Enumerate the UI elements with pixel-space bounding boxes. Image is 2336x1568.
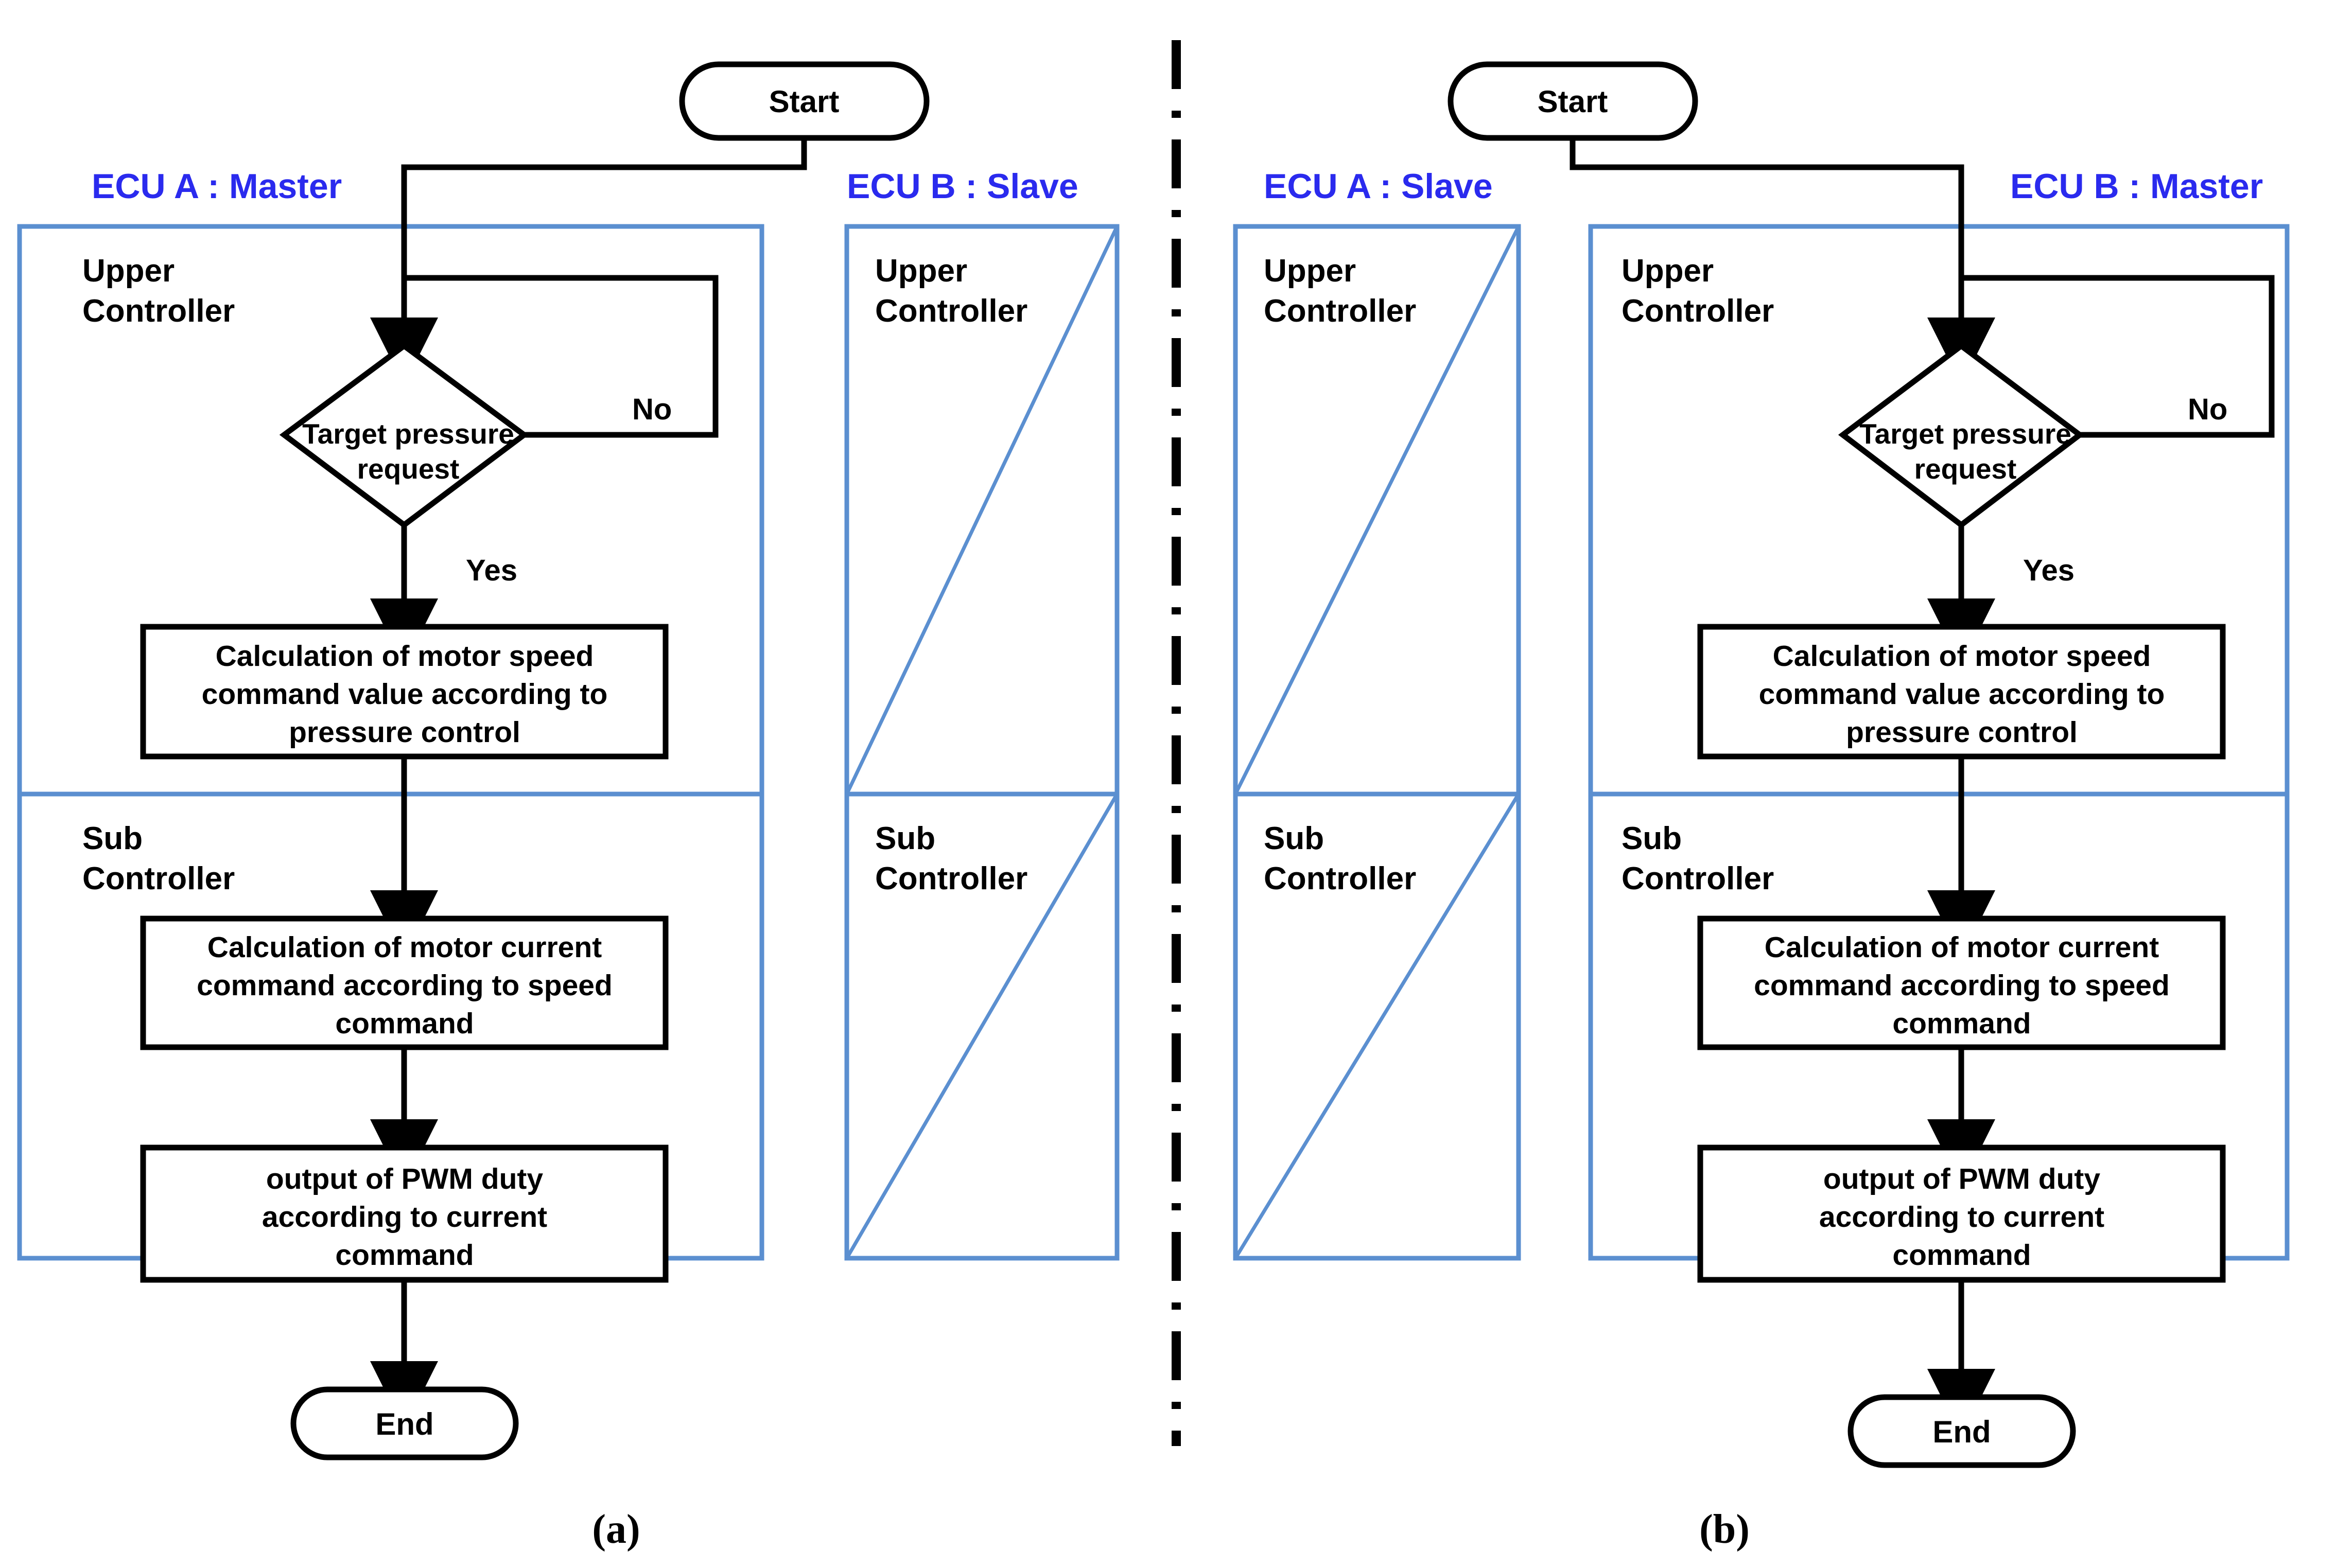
current-box-line1: Calculation of motor current	[1765, 931, 2159, 964]
current-box-line2: command according to speed	[1754, 969, 2170, 1002]
panel-b-ecu-b-sub-l1: Sub	[1622, 821, 1682, 856]
caption-a: (a)	[592, 1507, 640, 1552]
panel-b-connectors	[1570, 138, 2275, 1437]
empty-section-diagonal	[1233, 225, 1521, 795]
current-box-line3: command	[335, 1007, 474, 1040]
speed-box-line1: Calculation of motor speed	[216, 640, 594, 673]
end-label: End	[1932, 1415, 1991, 1449]
pwm-box-line2: according to current	[1819, 1201, 2104, 1234]
panel-b-end-node: End	[1847, 1394, 2076, 1468]
decision-label-line2: request	[357, 453, 460, 485]
panel-b-pwm-process: output of PWM duty according to current …	[1697, 1144, 2226, 1283]
panel-a-end-node: End	[290, 1386, 519, 1460]
panel-b-speed-process: Calculation of motor speed command value…	[1697, 624, 2226, 760]
panel-b-ecu-a-sub-l2: Controller	[1264, 861, 1416, 896]
panel-b-no-label: No	[2188, 393, 2227, 426]
pwm-box-line1: output of PWM duty	[266, 1162, 543, 1195]
panel-a-no-label: No	[632, 393, 672, 426]
current-box-line1: Calculation of motor current	[207, 931, 602, 964]
current-box-line2: command according to speed	[197, 969, 613, 1002]
speed-box-line3: pressure control	[289, 716, 520, 749]
pwm-box-line3: command	[335, 1239, 474, 1272]
decision-label-line1: Target pressure	[302, 418, 514, 450]
panel-a-decision-node: Target pressure request	[279, 342, 529, 528]
panel-a-ecu-a-upper-l2: Controller	[82, 293, 235, 329]
panel-b-ecu-b-sub-l2: Controller	[1622, 861, 1774, 896]
caption-b: (b)	[1699, 1507, 1750, 1552]
panel-a-ecu-a-sub-l2: Controller	[82, 861, 235, 896]
panel-b-ecu-a-upper-l2: Controller	[1264, 293, 1416, 329]
panel-a-ecu-b-upper-l1: Upper	[875, 253, 967, 289]
start-label: Start	[769, 84, 840, 119]
panel-a-ecu-b-upper-l2: Controller	[875, 293, 1027, 329]
panel-b-ecu-a-sub-l1: Sub	[1264, 821, 1324, 856]
pwm-box-line2: according to current	[262, 1201, 547, 1234]
decision-label-line2: request	[1914, 453, 2017, 485]
panel-b-ecu-b-upper-l2: Controller	[1622, 293, 1774, 329]
panel-a-connectors	[370, 138, 807, 1429]
speed-box-line2: command value according to	[202, 678, 608, 711]
panel-a-ecu-a-title: ECU A : Master	[92, 167, 342, 206]
empty-section-diagonal	[845, 793, 1119, 1259]
panel-a-ecu-a-upper-l1: Upper	[82, 253, 175, 289]
panel-a-current-process: Calculation of motor current command acc…	[140, 915, 669, 1050]
empty-section-diagonal	[1234, 793, 1520, 1259]
end-label: End	[375, 1407, 433, 1441]
panel-a-speed-process: Calculation of motor speed command value…	[140, 624, 669, 760]
panel-a-yes-label: Yes	[466, 554, 517, 587]
start-label: Start	[1538, 84, 1608, 119]
pwm-box-line1: output of PWM duty	[1823, 1162, 2100, 1195]
panel-b-current-process: Calculation of motor current command acc…	[1697, 915, 2226, 1050]
panel-a-ecu-b-sub-l1: Sub	[875, 821, 935, 856]
pwm-box-line3: command	[1892, 1239, 2031, 1272]
panel-b-start-node: Start	[1448, 61, 1698, 141]
decision-label-line1: Target pressure	[1859, 418, 2071, 450]
panel-b-ecu-a-title: ECU A : Slave	[1264, 167, 1493, 206]
current-box-line3: command	[1892, 1007, 2031, 1040]
panel-a-ecu-b-box	[844, 224, 1120, 1261]
panel-b-ecu-b-title: ECU B : Master	[2010, 167, 2263, 206]
panel-a-ecu-b-sub-l2: Controller	[875, 861, 1027, 896]
panel-a-ecu-b-title: ECU B : Slave	[847, 167, 1078, 206]
panel-b-ecu-a-upper-l1: Upper	[1264, 253, 1356, 289]
panel-a-ecu-a-sub-l1: Sub	[82, 821, 143, 856]
panel-a-start-node: Start	[679, 61, 930, 141]
panel-a-pwm-process: output of PWM duty according to current …	[140, 1144, 669, 1283]
panel-b-ecu-b-upper-l1: Upper	[1622, 253, 1714, 289]
speed-box-line3: pressure control	[1846, 716, 2078, 749]
empty-section-diagonal	[845, 225, 1119, 795]
panel-b-yes-label: Yes	[2023, 554, 2074, 587]
speed-box-line2: command value according to	[1759, 678, 2165, 711]
panel-b-decision-node: Target pressure request	[1838, 342, 2085, 528]
speed-box-line1: Calculation of motor speed	[1773, 640, 2151, 673]
panel-b-ecu-a-box	[1233, 224, 1521, 1261]
